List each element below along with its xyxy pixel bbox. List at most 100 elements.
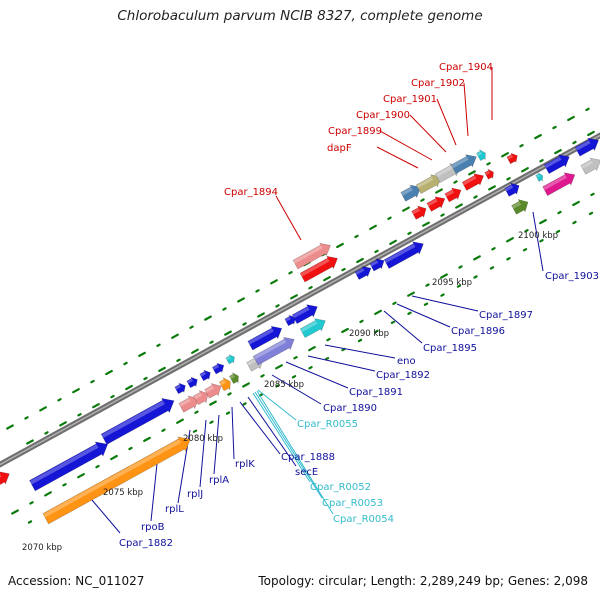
- gene-red-cluster-5-shape[interactable]: [484, 168, 496, 181]
- gene-cpar-1903[interactable]: [511, 196, 532, 216]
- gene-right-blue-1[interactable]: [504, 180, 522, 198]
- gene-right-blue-4[interactable]: [574, 134, 600, 158]
- gene-rplj-shape[interactable]: [192, 387, 211, 406]
- gene-upper-blue-2-shape[interactable]: [284, 313, 298, 327]
- gene-right-blue-1-shape[interactable]: [504, 180, 522, 198]
- gene-cpar-1894-shape[interactable]: [299, 252, 341, 284]
- gene-cpar-1895[interactable]: [354, 263, 374, 281]
- gene-nusg-2[interactable]: [186, 375, 200, 389]
- gene-nusg-3[interactable]: [199, 368, 213, 382]
- gene-far-left[interactable]: [0, 468, 13, 493]
- gene-rpob-upper[interactable]: [28, 437, 111, 493]
- gene-cpar-1895-shape[interactable]: [354, 263, 374, 281]
- gene-cpar-1891-shape[interactable]: [252, 333, 297, 366]
- label-cpar-1888[interactable]: Cpar_1888: [281, 452, 335, 463]
- label-rplk[interactable]: rplK: [235, 459, 255, 470]
- gene-cpar-1902-shape[interactable]: [476, 148, 489, 162]
- gene-right-gray-shape[interactable]: [580, 154, 600, 176]
- label-sece[interactable]: secE: [295, 467, 318, 478]
- gene-rpoc[interactable]: [100, 394, 178, 447]
- gene-right-magenta-shape[interactable]: [542, 169, 579, 198]
- gene-rpob-upper-shape[interactable]: [28, 437, 111, 493]
- gene-dapf[interactable]: [400, 181, 424, 203]
- gene-red-cluster-2[interactable]: [426, 193, 448, 213]
- gene-cpar-1904[interactable]: [506, 151, 520, 165]
- gene-cpar-r0055[interactable]: [225, 353, 236, 365]
- gene-cpar-1897-shape[interactable]: [383, 238, 427, 271]
- gene-nusg-1[interactable]: [174, 381, 188, 395]
- gene-red-cluster-3-shape[interactable]: [444, 185, 464, 204]
- gene-cpar-1894[interactable]: [299, 252, 341, 284]
- gene-cpar-1894-light-shape[interactable]: [292, 239, 334, 271]
- label-cpar-1904[interactable]: Cpar_1904: [439, 62, 493, 73]
- label-cpar-1890[interactable]: Cpar_1890: [323, 403, 377, 414]
- gene-rplj[interactable]: [192, 387, 211, 406]
- gene-rpoc-shape[interactable]: [100, 394, 178, 447]
- gene-cpar-1899[interactable]: [415, 171, 445, 196]
- label-cpar-1894[interactable]: Cpar_1894: [224, 187, 278, 198]
- gene-nusg-2-shape[interactable]: [186, 375, 200, 389]
- gene-cpar-1901[interactable]: [450, 151, 480, 176]
- label-cpar-1896[interactable]: Cpar_1896: [451, 326, 505, 337]
- gene-cpar-1882-shape[interactable]: [42, 432, 194, 526]
- label-dapf[interactable]: dapF: [327, 143, 352, 154]
- label-cpar-1902[interactable]: Cpar_1902: [411, 78, 465, 89]
- gene-rplk[interactable]: [218, 375, 234, 392]
- gene-right-blue-3-shape[interactable]: [543, 151, 573, 176]
- label-rpll[interactable]: rplL: [165, 504, 184, 515]
- gene-cpar-1888[interactable]: [229, 371, 242, 385]
- gene-rpll[interactable]: [178, 392, 202, 414]
- gene-dapf-shape[interactable]: [400, 181, 424, 203]
- label-cpar-r0052[interactable]: Cpar_R0052: [310, 482, 371, 493]
- gene-cpar-1882[interactable]: [42, 432, 194, 526]
- gene-eno[interactable]: [299, 315, 329, 340]
- gene-upper-blue-1[interactable]: [247, 322, 285, 352]
- gene-cpar-1896-shape[interactable]: [369, 256, 387, 273]
- gene-far-left-shape[interactable]: [0, 468, 13, 493]
- label-cpar-r0053[interactable]: Cpar_R0053: [322, 498, 383, 509]
- gene-cpar-1888-shape[interactable]: [229, 371, 242, 385]
- label-cpar-1891[interactable]: Cpar_1891: [349, 387, 403, 398]
- gene-red-cluster-3[interactable]: [444, 185, 464, 204]
- gene-right-magenta[interactable]: [542, 169, 579, 198]
- label-cpar-r0055[interactable]: Cpar_R0055: [297, 419, 358, 430]
- gene-cpar-1899-shape[interactable]: [415, 171, 445, 196]
- label-cpar-r0054[interactable]: Cpar_R0054: [333, 514, 394, 525]
- gene-nusg-3-shape[interactable]: [199, 368, 213, 382]
- label-cpar-1903[interactable]: Cpar_1903: [545, 271, 599, 282]
- gene-right-blue-2-shape[interactable]: [535, 172, 545, 183]
- gene-right-gray[interactable]: [580, 154, 600, 176]
- label-cpar-1892[interactable]: Cpar_1892: [376, 370, 430, 381]
- label-cpar-1897[interactable]: Cpar_1897: [479, 310, 533, 321]
- gene-cpar-1904-shape[interactable]: [506, 151, 520, 165]
- gene-upper-blue-3[interactable]: [291, 301, 321, 326]
- gene-cpar-1897[interactable]: [383, 238, 427, 271]
- gene-cpar-1891[interactable]: [252, 333, 297, 366]
- label-cpar-1895[interactable]: Cpar_1895: [423, 343, 477, 354]
- gene-red-cluster-5[interactable]: [484, 168, 496, 181]
- gene-red-cluster-1-shape[interactable]: [411, 203, 429, 221]
- gene-rpla-shape[interactable]: [204, 380, 225, 400]
- gene-cpar-1894-light[interactable]: [292, 239, 334, 271]
- label-cpar-1899[interactable]: Cpar_1899: [328, 126, 382, 137]
- gene-right-blue-3[interactable]: [543, 151, 573, 176]
- gene-nusg-1-shape[interactable]: [174, 381, 188, 395]
- gene-right-blue-2[interactable]: [535, 172, 545, 183]
- gene-nusg-4[interactable]: [211, 361, 227, 375]
- gene-red-cluster-2-shape[interactable]: [426, 193, 448, 213]
- label-cpar-1901[interactable]: Cpar_1901: [383, 94, 437, 105]
- gene-right-blue-4-shape[interactable]: [574, 134, 600, 158]
- gene-upper-blue-3-shape[interactable]: [291, 301, 321, 326]
- gene-red-cluster-4[interactable]: [461, 170, 486, 192]
- gene-cpar-1902[interactable]: [476, 148, 489, 162]
- gene-rpla[interactable]: [204, 380, 225, 400]
- gene-eno-shape[interactable]: [299, 315, 329, 340]
- gene-cpar-r0055-shape[interactable]: [225, 353, 236, 365]
- label-eno[interactable]: eno: [397, 356, 416, 367]
- gene-upper-blue-1-shape[interactable]: [247, 322, 285, 352]
- gene-rplk-shape[interactable]: [218, 375, 234, 392]
- gene-red-cluster-1[interactable]: [411, 203, 429, 221]
- gene-rpll-shape[interactable]: [178, 392, 202, 414]
- label-rplj[interactable]: rplJ: [187, 489, 203, 500]
- gene-cpar-1903-shape[interactable]: [511, 196, 532, 216]
